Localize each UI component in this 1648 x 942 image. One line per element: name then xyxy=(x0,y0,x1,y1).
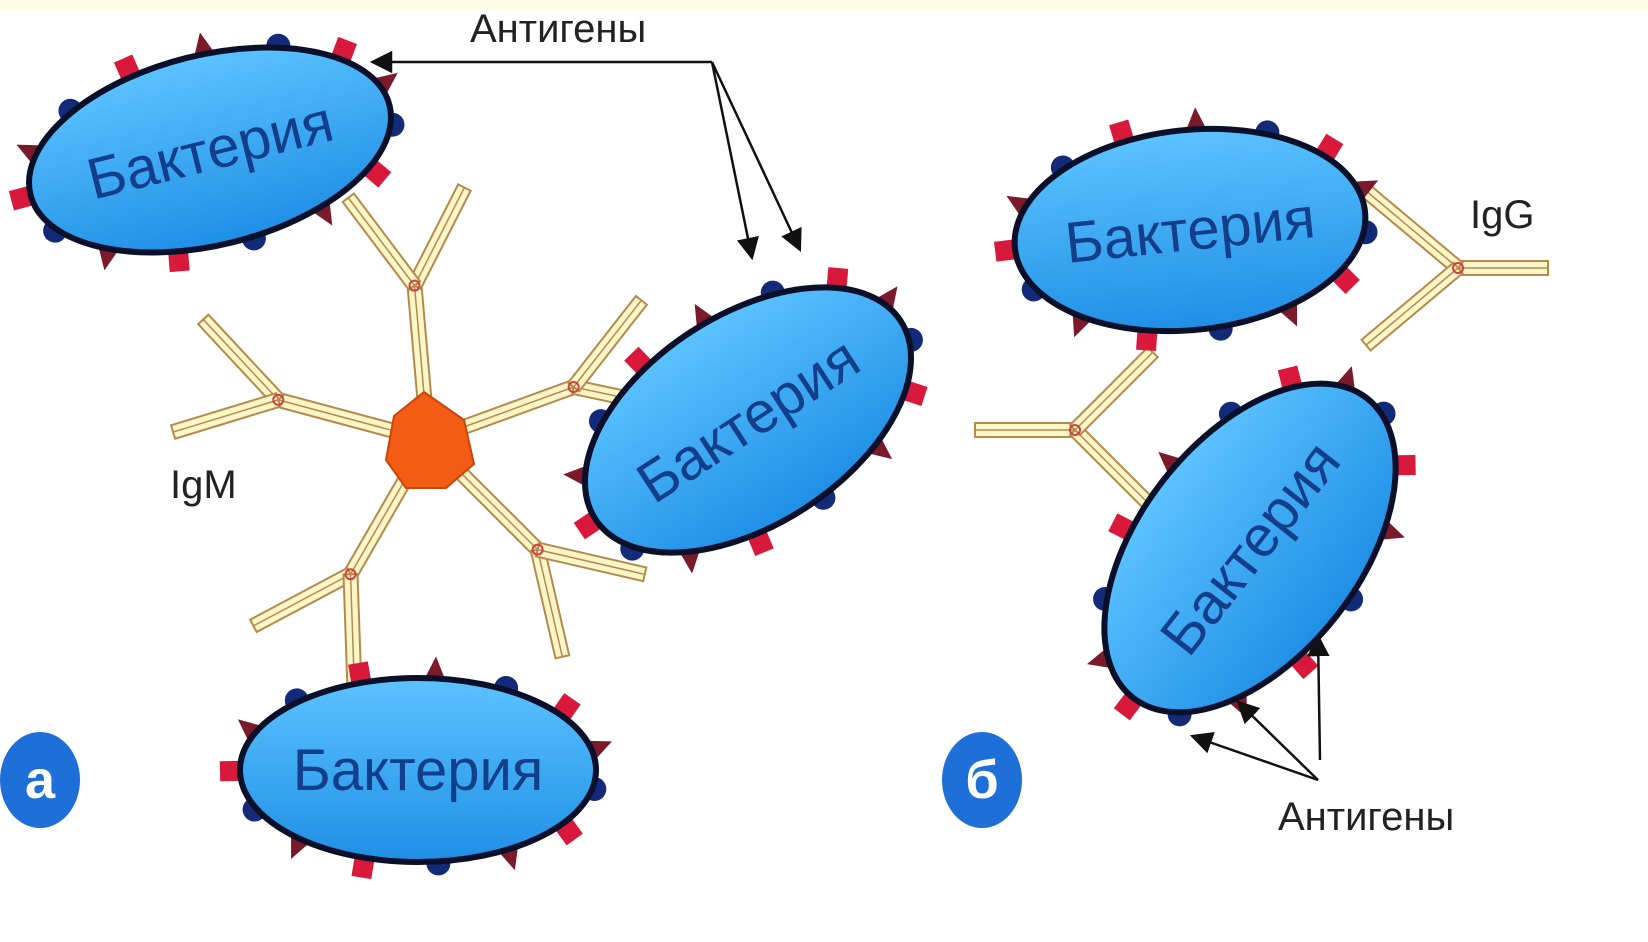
igg-antibody-left xyxy=(975,347,1158,512)
bacterium-b1: Бактерия xyxy=(982,88,1397,367)
bacterium-b2: Бактерия xyxy=(1017,302,1479,792)
panel-a-letter: а xyxy=(25,750,56,810)
antigens-label-top: Антигены xyxy=(470,7,646,51)
panel-b: Бактерия Бактерия IgG Антигены б xyxy=(942,88,1548,839)
bacterium-a3: Бактерия xyxy=(220,656,616,879)
igm-pentamer-core xyxy=(386,392,474,488)
bacterium-a3-label: Бактерия xyxy=(293,738,544,803)
igg-label: IgG xyxy=(1470,193,1534,237)
panel-b-badge: б xyxy=(942,732,1022,828)
panel-a-badge: а xyxy=(0,732,80,828)
bacterium-a1: Бактерия xyxy=(0,0,436,308)
igm-label: IgM xyxy=(170,463,237,507)
top-strip xyxy=(0,0,1648,10)
antigens-label-bottom: Антигены xyxy=(1278,795,1454,839)
bacterium-a2: Бактерия xyxy=(509,204,983,633)
panel-b-letter: б xyxy=(965,750,998,810)
panel-a: Бактерия Бактерия Бактерия IgM Антигены … xyxy=(0,0,983,879)
